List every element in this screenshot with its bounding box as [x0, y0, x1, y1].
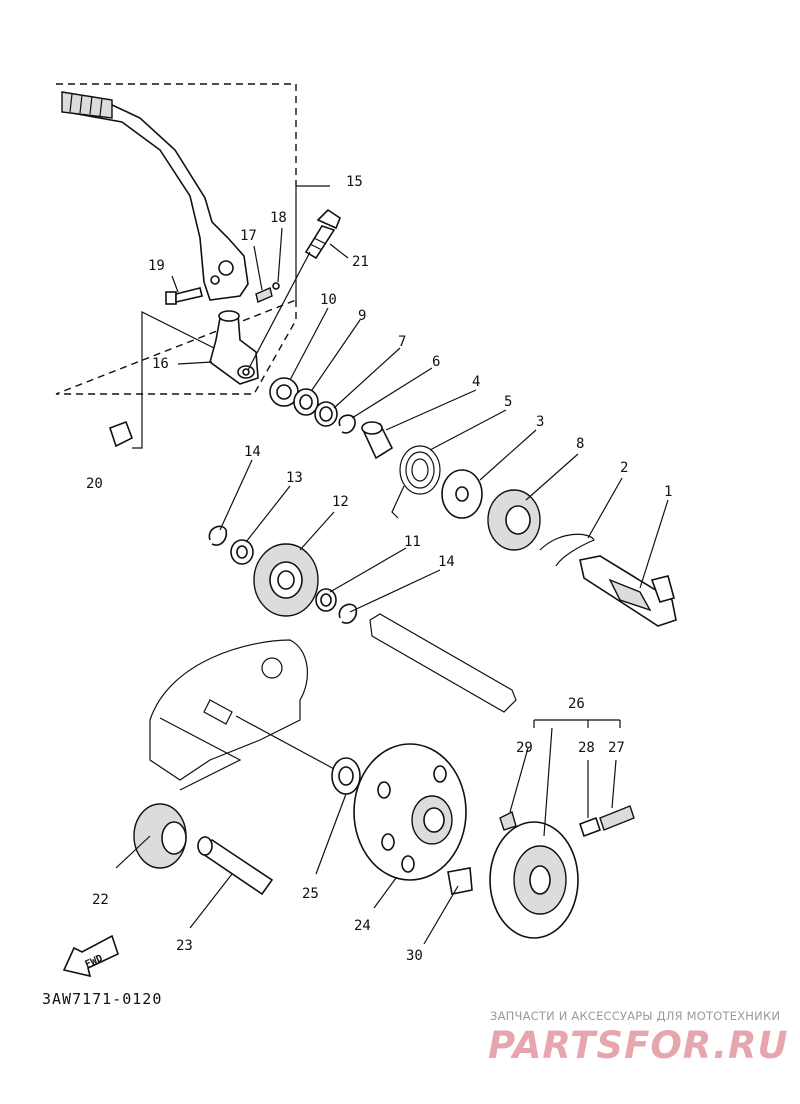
- torsion-spring-5: [391, 445, 441, 519]
- label-15: 15: [346, 174, 363, 190]
- label-21: 21: [352, 254, 369, 270]
- label-8: 8: [576, 436, 584, 452]
- label-12: 12: [332, 494, 349, 510]
- washer-25: [331, 757, 361, 795]
- collar-20: [108, 420, 134, 448]
- plunger-28: [578, 816, 602, 838]
- leader-case-to-22: [159, 717, 242, 791]
- bolt-21: [304, 208, 341, 260]
- label-6: 6: [432, 354, 440, 370]
- crankcase-stud: [203, 699, 233, 725]
- label-9: 9: [358, 308, 366, 324]
- fwd-arrow-icon: FWD: [62, 934, 119, 978]
- diagram-code: 3AW7171-0120: [42, 990, 163, 1008]
- ball-18: [272, 282, 280, 290]
- pin-29: [499, 810, 517, 831]
- watermark-tagline: ЗАПЧАСТИ И АКСЕССУАРЫ ДЛЯ МОТОТЕХНИКИ: [490, 1009, 781, 1023]
- kick-lever: [61, 91, 249, 301]
- ratchet-8: [487, 489, 541, 551]
- kick-shaft-1: [579, 555, 677, 627]
- kick-assembly-outline: [55, 83, 297, 395]
- washer-13: [230, 539, 254, 565]
- washer-10: [269, 377, 299, 407]
- leader-lines: [115, 185, 669, 945]
- label-27: 27: [608, 740, 625, 756]
- circlip-14-lower: [338, 603, 358, 624]
- label-1: 1: [664, 484, 672, 500]
- label-28: 28: [578, 740, 595, 756]
- leader-26-bracket: [533, 719, 621, 728]
- spring-guide-4: [361, 421, 394, 460]
- idler-gear-22: [133, 803, 187, 869]
- crankcase-boss: [261, 657, 283, 679]
- label-17: 17: [240, 228, 257, 244]
- part-number-labels: 1 2 3 4 5 6 7 8 9 10 11 12 13 14 14 15 1…: [86, 174, 672, 964]
- circlip-14-upper: [208, 525, 228, 546]
- label-26: 26: [568, 696, 585, 712]
- label-29: 29: [516, 740, 533, 756]
- clip-2: [539, 533, 595, 567]
- label-25: 25: [302, 886, 319, 902]
- washer-3: [441, 469, 483, 519]
- spring-pin-17: [255, 287, 273, 303]
- idle-gear-12: [253, 543, 319, 617]
- circlip-6: [338, 414, 356, 434]
- watermark-logo: PARTSFOR.RU: [488, 1024, 789, 1067]
- label-13: 13: [286, 470, 303, 486]
- crankcase-fragment: [149, 639, 308, 781]
- label-10: 10: [320, 292, 337, 308]
- washer-7: [314, 401, 338, 427]
- label-14-upper: 14: [244, 444, 261, 460]
- bolt-30: [447, 867, 473, 895]
- label-18: 18: [270, 210, 287, 226]
- label-16: 16: [152, 356, 169, 372]
- label-24: 24: [354, 918, 371, 934]
- leader-20: [132, 311, 215, 449]
- label-14-lower: 14: [438, 554, 455, 570]
- label-5: 5: [504, 394, 512, 410]
- label-19: 19: [148, 258, 165, 274]
- one-way-clutch-26: [489, 821, 579, 939]
- kick-boss-16: [209, 310, 259, 385]
- label-22: 22: [92, 892, 109, 908]
- washer-11: [315, 588, 337, 612]
- label-20: 20: [86, 476, 103, 492]
- label-3: 3: [536, 414, 544, 430]
- oil-seal-9: [293, 388, 319, 416]
- spring-27: [599, 805, 635, 831]
- label-23: 23: [176, 938, 193, 954]
- bolt-19: [165, 287, 203, 305]
- label-4: 4: [472, 374, 480, 390]
- label-30: 30: [406, 948, 423, 964]
- starter-wheel-gear-24: [353, 743, 467, 881]
- shaft-23: [197, 836, 274, 896]
- main-axle: [369, 613, 517, 713]
- label-7: 7: [398, 334, 406, 350]
- label-11: 11: [404, 534, 421, 550]
- label-2: 2: [620, 460, 628, 476]
- leader-case-to-25: [235, 715, 337, 771]
